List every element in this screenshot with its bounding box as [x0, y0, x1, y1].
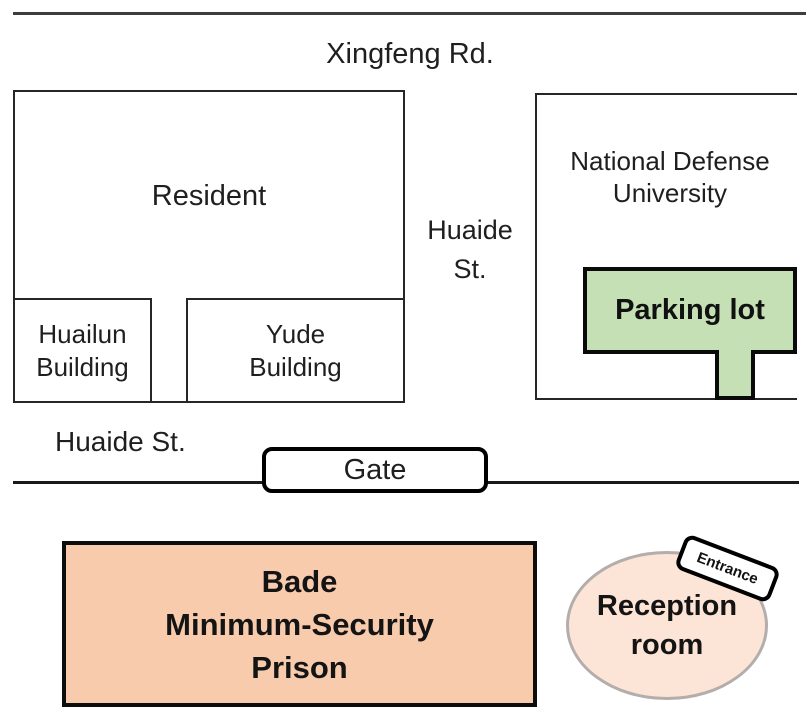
gate-label: Gate	[343, 453, 407, 486]
gate-marker: Gate	[262, 447, 488, 493]
parking-lot: Parking lot	[583, 267, 797, 354]
yude-building: Yude Building	[186, 298, 405, 403]
huailun-building: Huailun Building	[13, 298, 152, 403]
reception-room: Reception room	[566, 551, 768, 700]
huailun-label-line2: Building	[36, 351, 129, 382]
ndu-label-line1: National Defense	[570, 146, 770, 176]
huaide-street-vertical-label: Huaide St.	[405, 211, 535, 289]
huaide-vertical-line2: St.	[453, 254, 487, 284]
ndu-label-line2: University	[612, 178, 728, 208]
reception-label-line2: room	[630, 628, 704, 661]
yude-label-line2: Building	[249, 351, 342, 382]
prison-label-line3: Prison	[251, 649, 348, 685]
huailun-label-line1: Huailun	[38, 318, 127, 349]
huaide-street-label: Huaide St.	[55, 426, 186, 457]
parking-lot-driveway	[715, 350, 755, 400]
national-defense-university-label: National Defense University	[537, 145, 803, 209]
yude-label-line1: Yude	[265, 318, 326, 349]
xingfeng-road-label: Xingfeng Rd.	[326, 38, 494, 70]
xingfeng-road-line	[13, 12, 806, 15]
resident-label: Resident	[151, 180, 267, 212]
reception-label-line1: Reception	[596, 589, 738, 622]
prison-label-line2: Minimum-Security	[165, 606, 434, 642]
prison-label-line1: Bade	[261, 563, 338, 599]
huaide-vertical-line1: Huaide	[427, 215, 513, 245]
prison-block: Bade Minimum-Security Prison	[62, 541, 537, 707]
parking-lot-label: Parking lot	[615, 294, 765, 326]
